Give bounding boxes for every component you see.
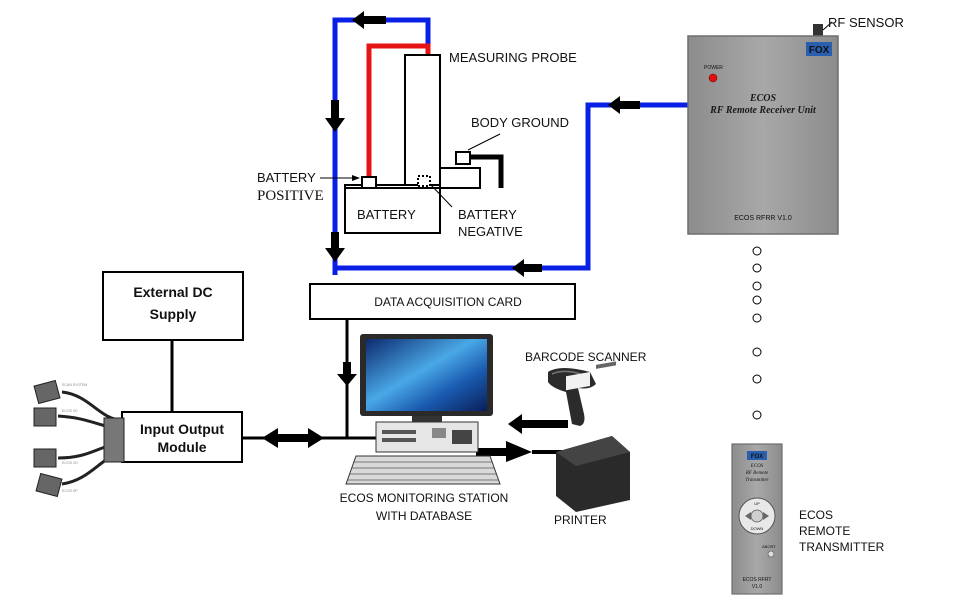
external-dc-supply-box (102, 271, 244, 341)
station-label-2: WITH DATABASE (376, 509, 472, 523)
svg-text:ECOS I/O: ECOS I/O (62, 409, 78, 413)
receiver-power-label: POWER (704, 65, 723, 71)
keyboard (345, 455, 501, 485)
positive-terminal (361, 176, 377, 189)
arrow-left-bottom (512, 259, 542, 277)
io-bidirectional-arrow (262, 428, 324, 448)
receiver-title-2: RF Remote Receiver Unit (709, 105, 817, 116)
remote-label-3: TRANSMITTER (799, 540, 885, 554)
remote-label-2: REMOTE (799, 524, 850, 538)
input-output-module-box (121, 411, 243, 463)
arrow-station-to-printer (476, 441, 532, 462)
ground-terminal (455, 151, 471, 165)
remote-label-1: ECOS (799, 508, 833, 522)
battery-label: BATTERY (357, 207, 416, 222)
external-dc-label-1: External DC (133, 284, 212, 300)
body-ground-leader (467, 133, 501, 151)
transmitter-up: UP (754, 501, 760, 506)
printer (556, 361, 630, 512)
svg-text:SCAN SYSTEM: SCAN SYSTEM (62, 383, 87, 387)
station-label-1: ECOS MONITORING STATION (340, 491, 509, 505)
rf-sensor-label: RF SENSOR (828, 15, 904, 30)
body-ground-label: BODY GROUND (471, 115, 569, 130)
negative-terminal (417, 175, 431, 187)
monitor-screen (366, 339, 487, 411)
io-module-label-2: Module (158, 439, 207, 455)
rf-signal-dots (752, 246, 762, 420)
power-led (708, 73, 718, 83)
battery-body (344, 187, 441, 234)
measuring-probe-label: MEASURING PROBE (449, 50, 577, 65)
battery-negative-label-1: BATTERY (458, 207, 517, 222)
battery-assembly (344, 54, 481, 234)
remote-transmitter: FOX ECOS RF Remote Transmitter UP DOWN A… (731, 443, 783, 595)
measuring-probe-body (404, 54, 441, 186)
receiver-brand: FOX (809, 45, 830, 56)
body-ground-wire (470, 154, 504, 188)
daq-label: DATA ACQUISITION CARD (374, 295, 522, 309)
arrow-down-upper (325, 100, 345, 132)
arrow-down-lower (325, 232, 345, 262)
battery-positive-label-2: POSITIVE (257, 188, 324, 204)
data-acquisition-card-box (309, 283, 576, 320)
transmitter-brand: FOX (751, 454, 763, 460)
receiver-footer: ECOS RFRR V1.0 (734, 215, 792, 222)
transmitter-title-2: RF Remote (745, 471, 769, 476)
flow-arrows (325, 11, 640, 386)
svg-text:ECOS I/O: ECOS I/O (62, 461, 78, 465)
battery-positive-wire (366, 43, 431, 178)
arrow-barcode-to-station (508, 414, 568, 434)
io-module-label-1: Input Output (140, 421, 224, 437)
arrow-left-receiver (608, 96, 640, 114)
transmitter-title-3: Transmitter (745, 478, 768, 483)
monitoring-station (345, 334, 501, 485)
rf-receiver-unit: FOX POWER ECOS RF Remote Receiver Unit E… (687, 24, 839, 235)
transmitter-abort: ABORT (762, 544, 776, 549)
receiver-title-1: ECOS (749, 93, 777, 104)
svg-text:ECOS DP: ECOS DP (62, 489, 78, 493)
printer-label: PRINTER (554, 513, 607, 527)
transmitter-down: DOWN (751, 526, 764, 531)
arrow-left-top (352, 11, 386, 29)
battery-side (439, 167, 481, 189)
battery-positive-leader-head (352, 175, 360, 181)
external-dc-label-2: Supply (150, 306, 197, 322)
barcode-scanner-label: BARCODE SCANNER (525, 350, 647, 364)
receiver-fox-badge (806, 42, 832, 56)
transmitter-footer-1: ECOS RFRT (743, 577, 772, 583)
transmitter-footer-2: V1.0 (752, 584, 763, 590)
battery-positive-label-1: BATTERY (257, 170, 316, 185)
transmitter-title-1: ECOS (750, 464, 764, 469)
battery-negative-leader (429, 183, 453, 208)
battery-negative-label-2: NEGATIVE (458, 224, 523, 239)
rf-sensor-antenna (813, 24, 823, 36)
cable-harness: SCAN SYSTEM ECOS I/O ECOS I/O ECOS DP (33, 379, 125, 498)
